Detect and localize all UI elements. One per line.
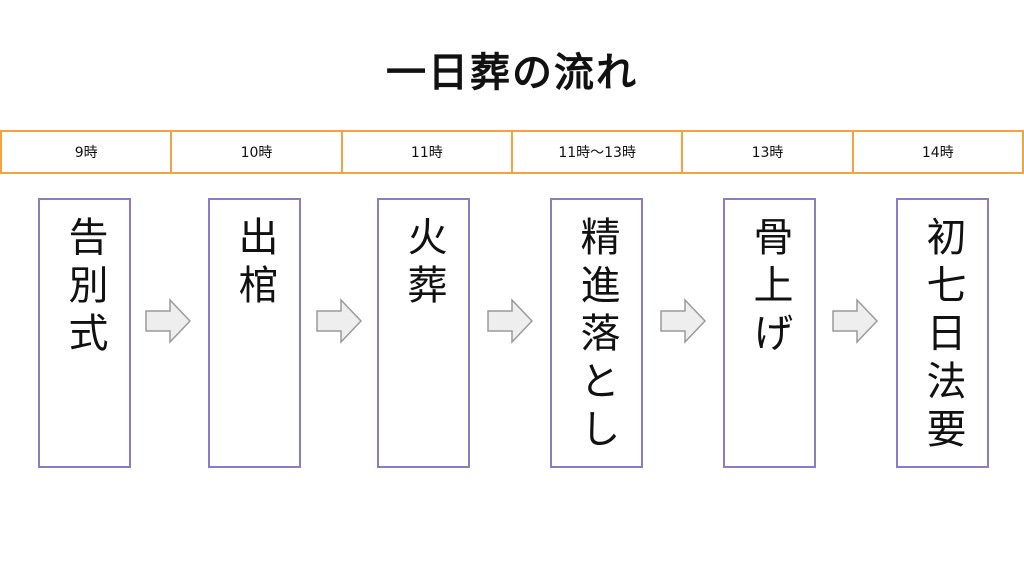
time-cell-11-13: 11時〜13時 [510, 130, 684, 174]
time-cell-14: 14時 [851, 130, 1024, 174]
step-box-kasou: 火葬 [377, 198, 470, 468]
arrow-right-icon [145, 298, 191, 344]
time-cell-10: 10時 [170, 130, 343, 174]
step-box-shojin-otoshi: 精進落とし [550, 198, 643, 468]
step-box-shukkan: 出棺 [208, 198, 301, 468]
time-cell-9: 9時 [0, 130, 173, 174]
step-box-kokubetsushiki: 告別式 [38, 198, 131, 468]
step-label: 初七日法要 [919, 216, 966, 456]
step-label: 火葬 [400, 216, 447, 312]
diagram-title: 一日葬の流れ [386, 50, 638, 96]
step-box-shonanoka: 初七日法要 [896, 198, 989, 468]
step-label: 骨上げ [746, 216, 793, 360]
time-cell-13: 13時 [681, 130, 854, 174]
time-cell-11: 11時 [340, 130, 513, 174]
arrow-right-icon [487, 298, 533, 344]
arrow-right-icon [660, 298, 706, 344]
timeline-row: 9時 10時 11時 11時〜13時 13時 14時 [0, 130, 1024, 174]
step-label: 精進落とし [573, 216, 620, 456]
step-box-kotsuage: 骨上げ [723, 198, 816, 468]
step-label: 告別式 [61, 216, 108, 360]
step-label: 出棺 [231, 216, 278, 312]
arrow-right-icon [832, 298, 878, 344]
arrow-right-icon [316, 298, 362, 344]
